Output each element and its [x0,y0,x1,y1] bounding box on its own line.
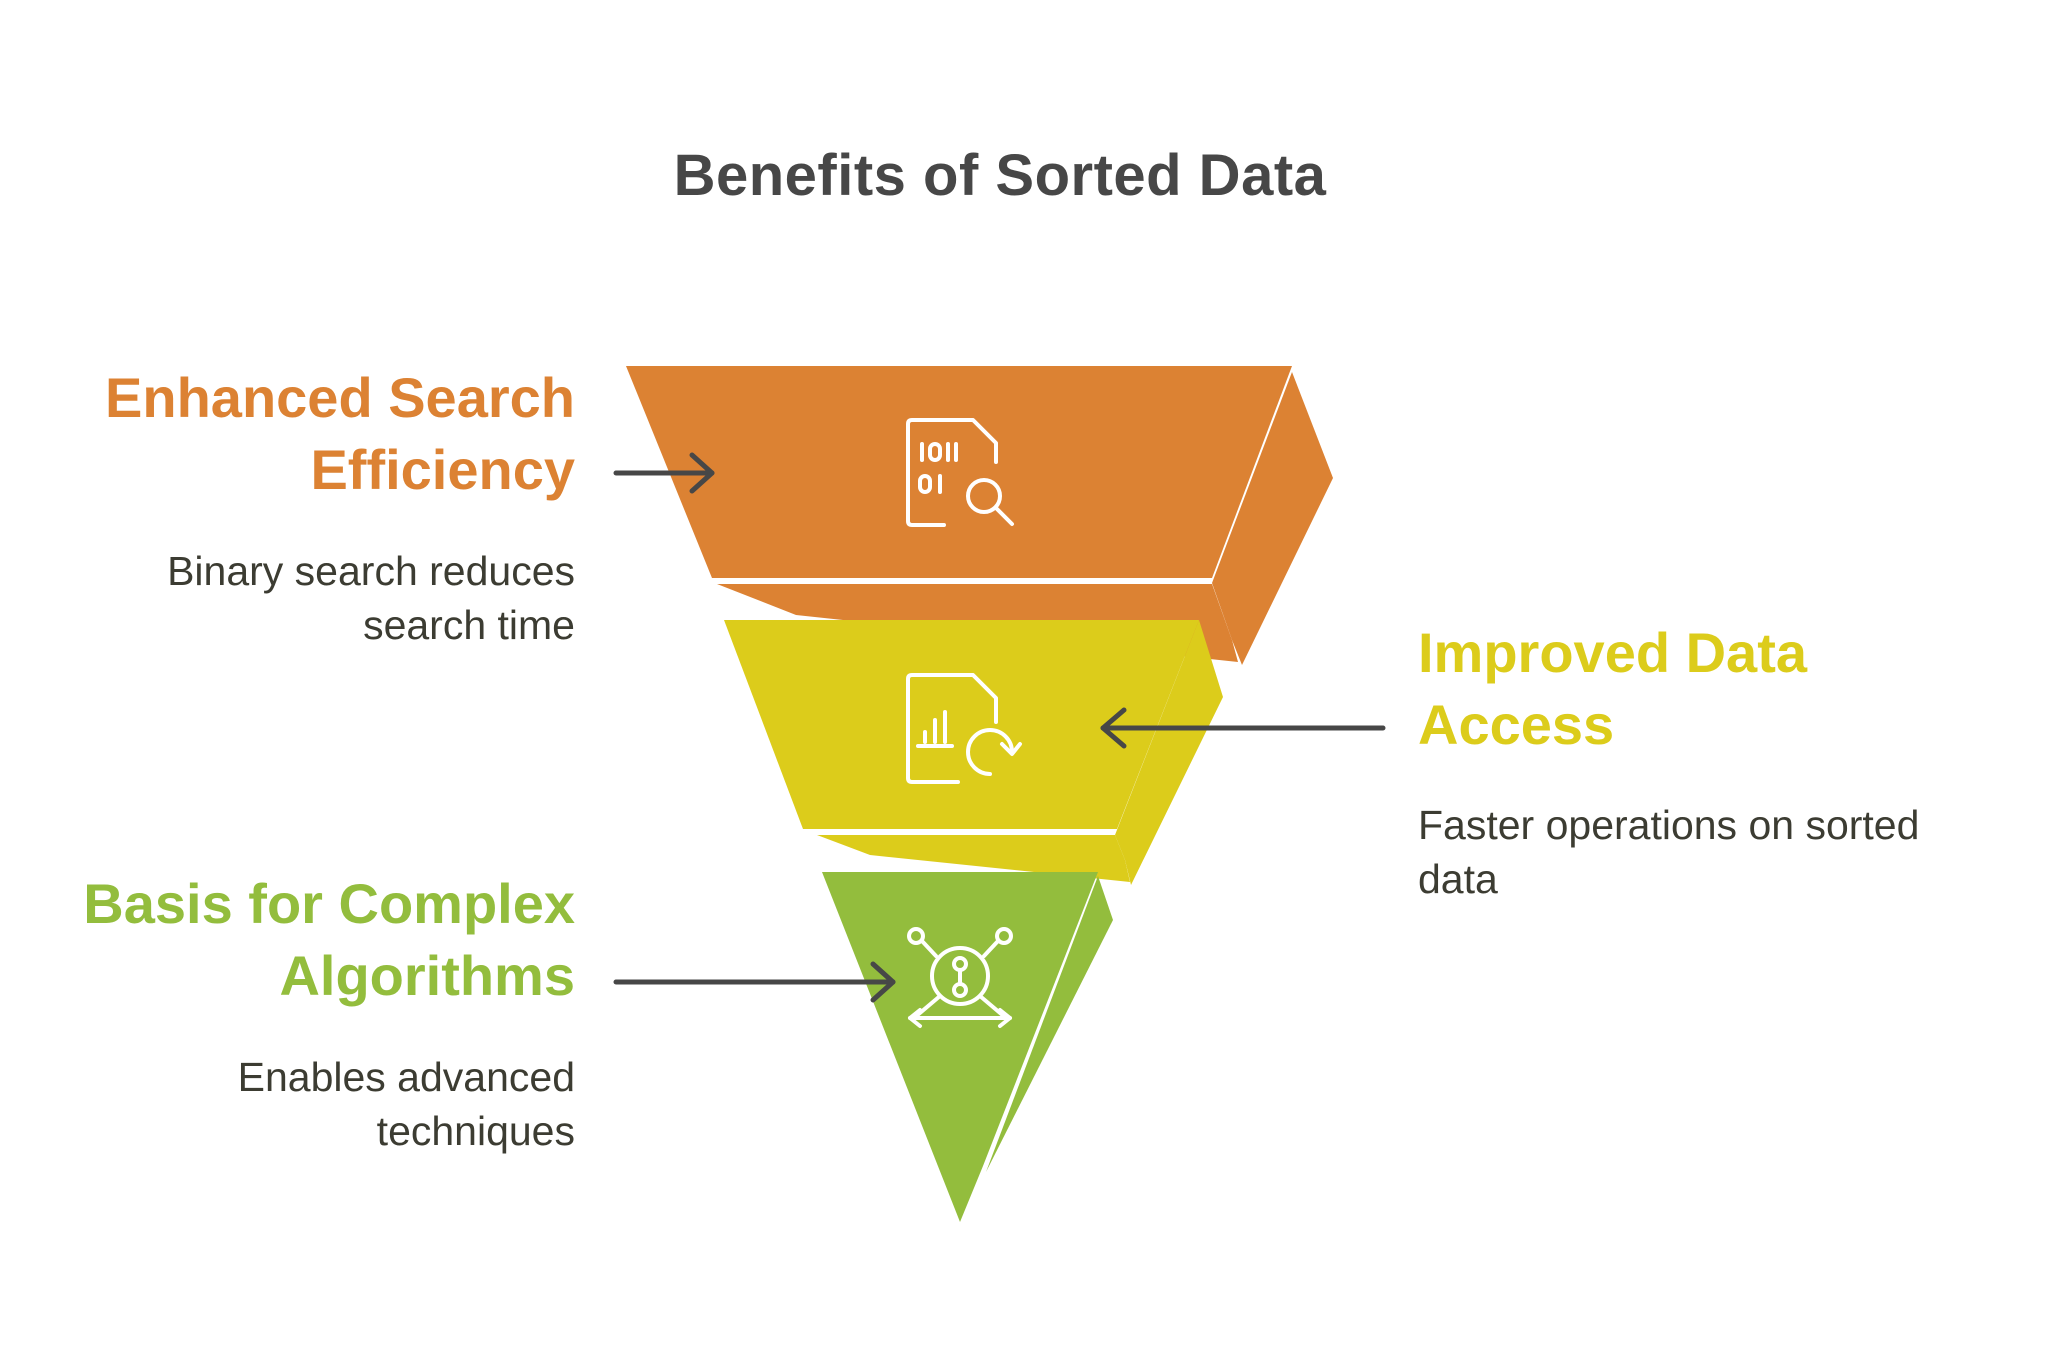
layer-2-bottom-face [817,835,1130,882]
layer-3-front-face [822,872,1098,1222]
layer-2-front-face [724,620,1199,829]
layer-1-heading: Enhanced Search Efficiency [105,366,575,501]
layer-3-heading: Basis for Complex Algorithms [83,872,575,1007]
arrow-layer-1 [613,452,715,494]
layer-2-heading: Improved Data Access [1418,621,1807,756]
layer-1-description: Binary search reduces search time [167,548,575,648]
binary-search-document-icon [906,418,1014,527]
layer-1-front-face [626,366,1292,578]
funnel-layer-3 [822,872,1113,1222]
funnel-layer-2 [724,620,1223,885]
layer-1-side-face [1212,372,1333,665]
arrow-layer-2 [1100,707,1386,749]
layer-3-side-face [986,876,1113,1172]
layer-3-description: Enables advanced techniques [237,1054,575,1154]
diagram-title: Benefits of Sorted Data [673,143,1327,208]
layer-2-side-face [1115,620,1223,885]
chart-document-refresh-icon [906,673,1022,784]
algorithm-network-icon [907,927,1013,1028]
layer-2-description: Faster operations on sorted data [1418,802,1920,902]
arrow-layer-3 [613,961,896,1003]
